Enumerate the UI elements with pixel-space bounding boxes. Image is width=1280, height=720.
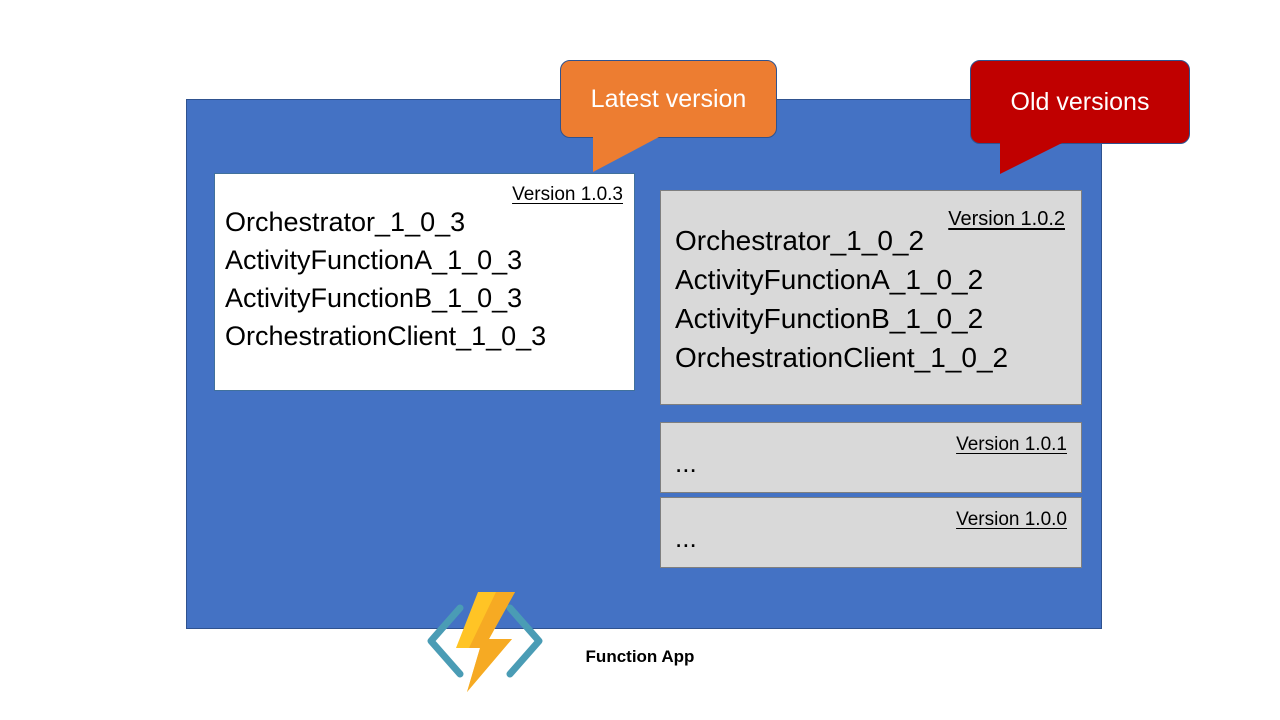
version-box-old-1-0-1[interactable]: ... Version 1.0.1 [660, 422, 1082, 493]
callout-latest-label: Latest version [590, 84, 747, 113]
function-app-caption: Function App [585, 647, 695, 666]
version-label-latest: Version 1.0.3 [512, 184, 623, 205]
callout-old-versions[interactable]: Old versions [970, 60, 1190, 174]
function-list-item: ActivityFunctionB_1_0_3 [225, 283, 523, 313]
function-list-latest: Orchestrator_1_0_3 ActivityFunctionA_1_0… [215, 203, 634, 355]
version-box-latest[interactable]: Version 1.0.3 Orchestrator_1_0_3 Activit… [214, 173, 635, 391]
callout-latest-version[interactable]: Latest version [560, 60, 777, 172]
function-list-old-1-0-2: Orchestrator_1_0_2 ActivityFunctionA_1_0… [661, 221, 1081, 377]
function-list-item: OrchestrationClient_1_0_2 [675, 342, 1009, 373]
version-label-old-1-0-0: Version 1.0.0 [956, 509, 1067, 530]
version-box-old-1-0-0[interactable]: ... Version 1.0.0 [660, 497, 1082, 568]
version-box-old-1-0-2[interactable]: Version 1.0.2 Orchestrator_1_0_2 Activit… [660, 190, 1082, 405]
function-list-item: Orchestrator_1_0_3 [225, 207, 466, 237]
function-list-item: ActivityFunctionA_1_0_2 [675, 264, 984, 295]
function-list-item: ActivityFunctionA_1_0_3 [225, 245, 523, 275]
function-list-item: Orchestrator_1_0_2 [675, 225, 925, 256]
function-list-item: ActivityFunctionB_1_0_2 [675, 303, 984, 334]
version-label-old-1-0-1: Version 1.0.1 [956, 434, 1067, 455]
callout-tail [593, 137, 659, 172]
azure-functions-logo [417, 586, 553, 696]
function-app-panel: Version 1.0.3 Orchestrator_1_0_3 Activit… [186, 99, 1102, 692]
function-list-item: OrchestrationClient_1_0_3 [225, 321, 547, 351]
ellipsis-placeholder: ... [675, 522, 697, 553]
stub-inner: ... Version 1.0.1 [661, 423, 1081, 492]
ellipsis-placeholder: ... [675, 447, 697, 478]
stub-inner: ... Version 1.0.0 [661, 498, 1081, 567]
callout-tail [1000, 143, 1062, 174]
callout-old-label: Old versions [1010, 87, 1150, 116]
version-label-old-1-0-2: Version 1.0.2 [948, 208, 1065, 230]
